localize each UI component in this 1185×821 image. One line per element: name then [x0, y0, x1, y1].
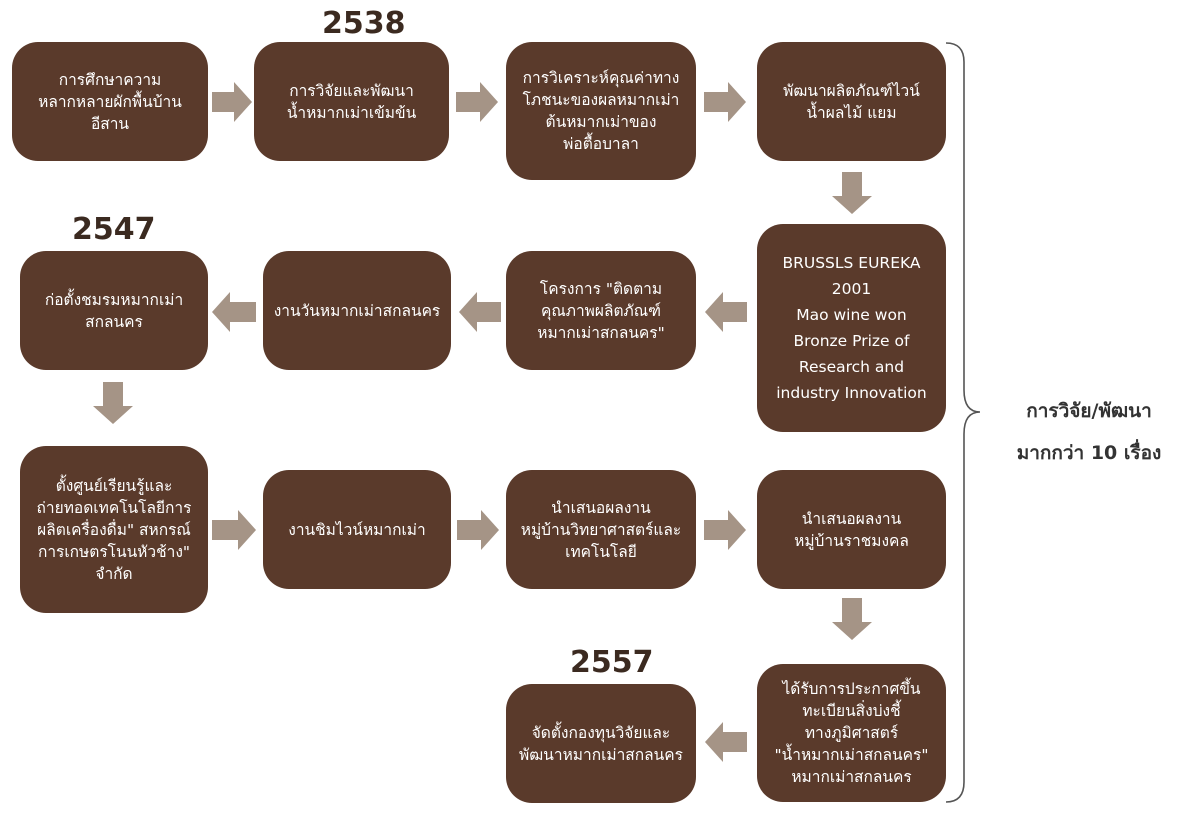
year-2547: 2547 — [72, 212, 156, 247]
box-nutrition-analysis: การวิเคราะห์คุณค่าทาง โภชนะของผลหมากเม่า… — [506, 42, 696, 180]
box-present-rajamangala: นำเสนอผลงาน หมู่บ้านราชมงคล — [757, 470, 946, 589]
box-present-science-village: นำเสนอผลงาน หมู่บ้านวิทยาศาสตร์และ เทคโน… — [506, 470, 696, 589]
arrow-down-icon — [832, 172, 872, 214]
arrow-down-icon — [832, 598, 872, 640]
arrow-right-icon — [212, 82, 252, 122]
box-gi-registration: ได้รับการประกาศขึ้น ทะเบียนสิ่งบ่งชี้ ทา… — [757, 664, 946, 802]
side-label-line2: มากกว่า 10 เรื่อง — [1016, 442, 1162, 464]
side-label-line1: การวิจัย/พัฒนา — [1026, 400, 1152, 422]
box-wine-tasting: งานชิมไวน์หมากเม่า — [263, 470, 451, 589]
arrow-right-icon — [212, 510, 256, 550]
arrow-right-icon — [704, 82, 746, 122]
box-research-fund: จัดตั้งกองทุนวิจัยและ พัฒนาหมากเม่าสกลนค… — [506, 684, 696, 803]
year-2538: 2538 — [322, 6, 406, 41]
box-learning-center: ตั้งศูนย์เรียนรู้และ ถ่ายทอดเทคโนโลยีการ… — [20, 446, 208, 613]
year-2557: 2557 — [570, 645, 654, 680]
box-research-concentrate: การวิจัยและพัฒนา น้ำหมากเม่าเข้มข้น — [254, 42, 449, 161]
box-product-development: พัฒนาผลิตภัณฑ์ไวน์ น้ำผลไม้ แยม — [757, 42, 946, 161]
box-found-club: ก่อตั้งชมรมหมากเม่า สกลนคร — [20, 251, 208, 370]
box-brussels-eureka: BRUSSLS EUREKA 2001 Mao wine won Bronze … — [757, 224, 946, 432]
arrow-right-icon — [456, 82, 498, 122]
right-brace — [944, 40, 984, 806]
arrow-down-icon — [93, 382, 133, 424]
arrow-right-icon — [457, 510, 499, 550]
arrow-right-icon — [704, 510, 746, 550]
box-mao-day: งานวันหมากเม่าสกลนคร — [263, 251, 451, 370]
box-quality-project: โครงการ "ติดตาม คุณภาพผลิตภัณฑ์ หมากเม่า… — [506, 251, 696, 370]
arrow-left-icon — [459, 292, 501, 332]
box-study-vegetables: การศึกษาความ หลากหลายผักพื้นบ้าน อีสาน — [12, 42, 208, 161]
arrow-left-icon — [212, 292, 256, 332]
arrow-left-icon — [705, 722, 747, 762]
arrow-left-icon — [705, 292, 747, 332]
